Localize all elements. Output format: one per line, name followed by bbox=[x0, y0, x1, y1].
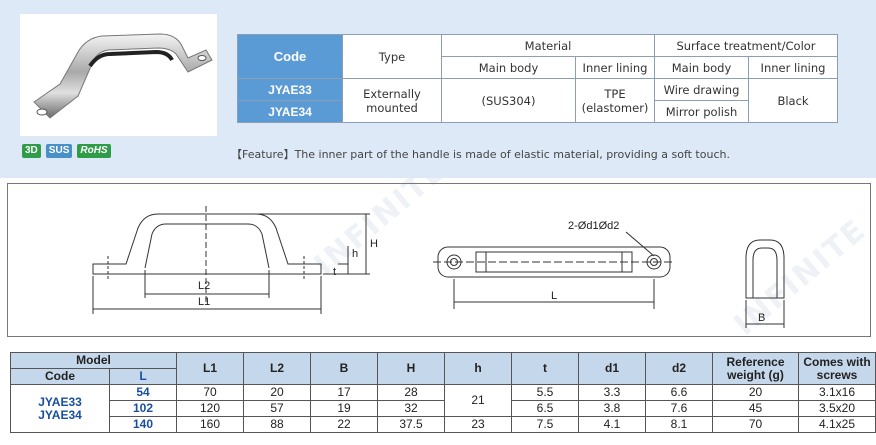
dim-rows12-h-small: 21 bbox=[444, 384, 512, 417]
badge-sus: SUS bbox=[45, 144, 73, 158]
dim-h-header: H bbox=[377, 352, 445, 385]
spec-material-inner-value: TPE (elastomer) bbox=[575, 78, 655, 123]
dim-t-header: t bbox=[511, 352, 579, 385]
dim-row3-h-small: 23 bbox=[444, 416, 512, 433]
spec-material-main-header: Main body bbox=[441, 56, 576, 79]
dim-row2-d1: 3.8 bbox=[578, 400, 646, 417]
dim-d1-header: d1 bbox=[578, 352, 646, 385]
dim-row1-screws: 3.1x16 bbox=[798, 384, 876, 401]
dim-weight-header: Reference weight (g) bbox=[712, 352, 799, 385]
label-t: t bbox=[333, 266, 337, 278]
dim-row3-l: 140 bbox=[109, 416, 177, 433]
label-holes: 2-Ød1Ød2 bbox=[568, 220, 620, 232]
dim-row2-weight: 45 bbox=[712, 400, 799, 417]
label-l2: L2 bbox=[198, 280, 211, 292]
dim-b-header: B bbox=[310, 352, 378, 385]
spec-code-header: Code bbox=[237, 34, 343, 79]
dim-row2-d2: 7.6 bbox=[645, 400, 713, 417]
label-b: B bbox=[758, 312, 766, 324]
dim-row2-t: 6.5 bbox=[511, 400, 579, 417]
handle-photo-illustration bbox=[33, 33, 213, 119]
dim-screws-header: Comes with screws bbox=[798, 352, 876, 385]
dim-code-header: Code bbox=[10, 368, 110, 385]
spec-surface-wire-drawing: Wire drawing bbox=[654, 78, 749, 101]
dim-row2-screws: 3.5x20 bbox=[798, 400, 876, 417]
spec-type-header: Type bbox=[342, 34, 442, 79]
dim-row3-h: 37.5 bbox=[377, 416, 445, 433]
dim-row1-b: 17 bbox=[310, 384, 378, 401]
product-photo bbox=[20, 14, 217, 136]
dim-row2-b: 19 bbox=[310, 400, 378, 417]
dim-row2-l: 102 bbox=[109, 400, 177, 417]
dim-row1-l: 54 bbox=[109, 384, 177, 401]
spec-color-value: Black bbox=[748, 78, 838, 123]
feature-note: 【Feature】The inner part of the handle is… bbox=[231, 148, 730, 161]
dim-row3-l1: 160 bbox=[176, 416, 244, 433]
dim-code-jyae33: JYAE33 bbox=[38, 394, 82, 409]
dim-row3-screws: 4.1x25 bbox=[798, 416, 876, 433]
spec-surface-main-header: Main body bbox=[654, 56, 749, 79]
dim-l-header: L bbox=[109, 368, 177, 385]
dim-model-header: Model bbox=[10, 352, 177, 369]
dim-row1-h: 28 bbox=[377, 384, 445, 401]
label-l1: L1 bbox=[198, 296, 211, 308]
dim-row1-weight: 20 bbox=[712, 384, 799, 401]
dim-row3-weight: 70 bbox=[712, 416, 799, 433]
badge-3d: 3D bbox=[22, 144, 41, 158]
spec-table: Code Type Material Surface treatment/Col… bbox=[237, 34, 838, 123]
dimension-table: Model L1 L2 B H h t d1 d2 Reference weig… bbox=[10, 352, 876, 433]
dim-row3-d2: 8.1 bbox=[645, 416, 713, 433]
technical-drawing bbox=[92, 206, 785, 328]
label-h-large: H bbox=[370, 238, 378, 250]
dim-row2-l2: 57 bbox=[243, 400, 311, 417]
certification-badges: 3D SUS RoHS bbox=[22, 144, 111, 158]
dim-row1-d2: 6.6 bbox=[645, 384, 713, 401]
badge-rohs: RoHS bbox=[77, 144, 111, 158]
spec-material-inner-header: Inner lining bbox=[575, 56, 655, 79]
label-h-small: h bbox=[352, 248, 359, 260]
spec-surface-mirror-polish: Mirror polish bbox=[654, 100, 749, 123]
dim-row1-l2: 20 bbox=[243, 384, 311, 401]
spec-material-main-value: (SUS304) bbox=[441, 78, 576, 123]
dim-code-jyae34: JYAE34 bbox=[38, 407, 82, 422]
dim-row2-h: 32 bbox=[377, 400, 445, 417]
dim-row3-t: 7.5 bbox=[511, 416, 579, 433]
label-l: L bbox=[551, 290, 558, 302]
technical-drawing-panel: L2 L1 h H t 2-Ød1Ød2 L B bbox=[7, 183, 871, 337]
dim-row2-l1: 120 bbox=[176, 400, 244, 417]
dim-l2-header: L2 bbox=[243, 352, 311, 385]
dim-l1-header: L1 bbox=[176, 352, 244, 385]
dim-row3-d1: 4.1 bbox=[578, 416, 646, 433]
dim-row1-l1: 70 bbox=[176, 384, 244, 401]
dim-row3-l2: 88 bbox=[243, 416, 311, 433]
dim-row1-t: 5.5 bbox=[511, 384, 579, 401]
dim-h-small-header: h bbox=[444, 352, 512, 385]
product-header-panel: 3D SUS RoHS Code Type Material Surface t… bbox=[0, 0, 876, 178]
spec-material-header: Material bbox=[441, 34, 655, 57]
spec-type-value: Externally mounted bbox=[342, 78, 442, 123]
spec-code-jyae33: JYAE33 bbox=[237, 78, 343, 101]
dim-d2-header: d2 bbox=[645, 352, 713, 385]
spec-surface-inner-header: Inner lining bbox=[748, 56, 838, 79]
dim-row1-d1: 3.3 bbox=[578, 384, 646, 401]
spec-code-jyae34: JYAE34 bbox=[237, 100, 343, 123]
spec-surface-header: Surface treatment/Color bbox=[654, 34, 838, 57]
dim-row3-b: 22 bbox=[310, 416, 378, 433]
dim-code-cell: JYAE33 JYAE34 bbox=[10, 384, 110, 433]
